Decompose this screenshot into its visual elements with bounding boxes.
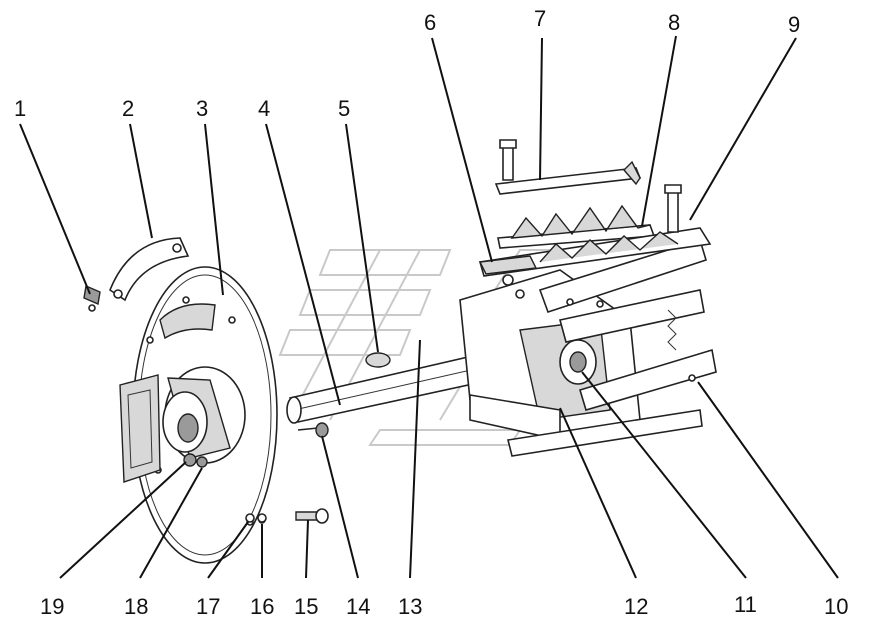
callout-12: 12	[624, 594, 648, 619]
callout-15: 15	[294, 594, 318, 619]
leader-lines	[19, 35, 839, 579]
callout-9: 9	[788, 12, 800, 37]
callout-5: 5	[338, 96, 350, 121]
callout-2: 2	[122, 96, 134, 121]
washers-16-17	[245, 513, 267, 523]
plate-6	[478, 255, 538, 299]
bolt-15	[295, 508, 329, 524]
nut-5	[365, 352, 391, 368]
callout-7: 7	[534, 6, 546, 31]
fitting-1	[83, 285, 101, 312]
bolt-9	[664, 184, 682, 233]
callout-18: 18	[124, 594, 148, 619]
callout-6: 6	[424, 10, 436, 35]
toothed-blade-lower	[478, 227, 712, 277]
callout-3: 3	[196, 96, 208, 121]
callout-labels: 1 2 3 4 5 6 7 8 9 10 11 12 13 14 15 16 1…	[14, 6, 848, 619]
bracket-arm-2	[109, 237, 190, 302]
callout-8: 8	[668, 10, 680, 35]
blade-plates	[507, 238, 717, 457]
callout-17: 17	[196, 594, 220, 619]
callout-19: 19	[40, 594, 64, 619]
callout-10: 10	[824, 594, 848, 619]
callout-1: 1	[14, 96, 26, 121]
hub-assembly	[119, 366, 246, 483]
spring	[667, 309, 677, 351]
callout-13: 13	[398, 594, 422, 619]
callout-4: 4	[258, 96, 270, 121]
callout-16: 16	[250, 594, 274, 619]
top-bar-7	[494, 160, 642, 195]
bolt-long	[499, 139, 517, 181]
callout-11: 11	[734, 592, 757, 617]
callout-14: 14	[346, 594, 370, 619]
bolt-14	[297, 422, 329, 438]
